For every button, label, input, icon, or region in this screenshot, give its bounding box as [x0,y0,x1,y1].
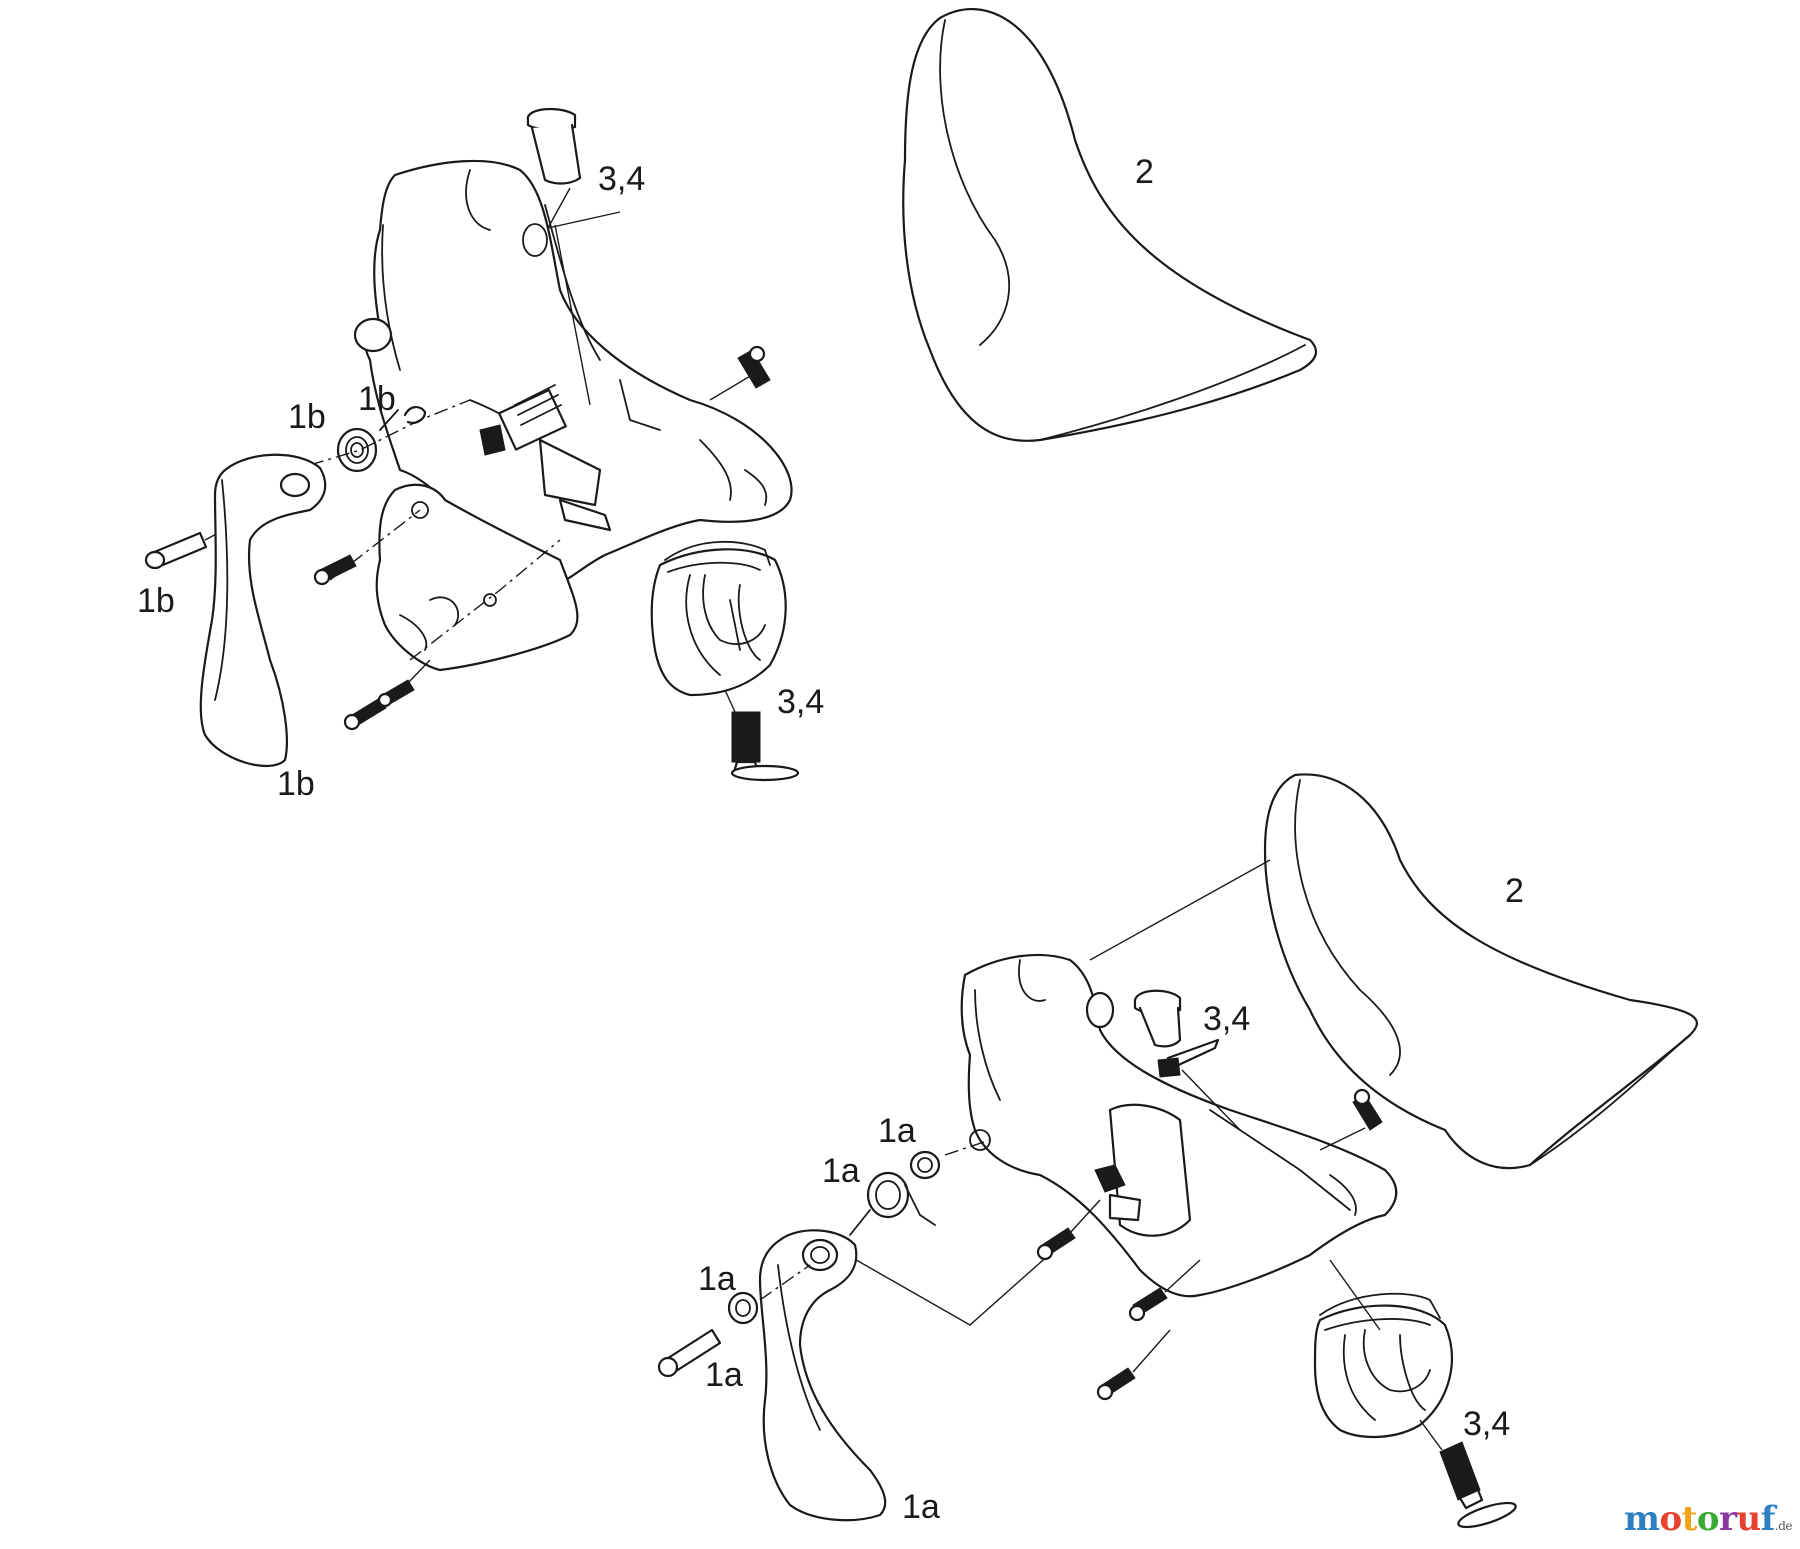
top-bleed-cap [526,107,621,406]
callout-bottom-spring: 1a [822,1152,860,1190]
callout-bottom-bleed-cap: 3,4 [1203,1000,1250,1038]
top-lever-body [353,159,793,587]
callout-top-bolt: 3,4 [777,683,824,721]
callout-top-pin: 1b [137,582,175,620]
wm-letter: o [1659,1499,1683,1539]
bottom-bushing [909,1139,991,1180]
bottom-lever-blade [758,1229,887,1522]
callout-top-spring-2: 1b [358,380,396,418]
top-assembly: 2 3,4 1b 1b 1b 1b 3,4 [137,8,1318,803]
top-handlebar-clamp [650,540,787,697]
callout-top-bleed-cap: 3,4 [598,160,645,198]
top-spring [309,399,471,473]
bottom-spring [829,1171,1061,1326]
callout-top-lever: 1b [277,765,315,803]
callout-bottom-washer: 1a [698,1260,736,1298]
top-hood-cover [902,8,1318,442]
wm-letter: m [1624,1499,1660,1539]
bottom-assembly: 2 3,4 1a 1a 1a 1a 1a 3,4 [657,773,1698,1529]
callout-bottom-bolt: 3,4 [1463,1405,1510,1443]
motoruf-watermark-logo: motoruf.de [1624,1499,1792,1539]
bottom-washer [727,1264,811,1325]
callout-bottom-lever: 1a [902,1488,940,1526]
bottom-bleed-cap [1133,989,1241,1131]
callout-bottom-pin: 1a [705,1356,743,1394]
top-lever-blade [199,453,327,768]
bottom-clamp-bolt [1419,1419,1517,1529]
wm-letter: r [1719,1499,1737,1539]
bottom-handlebar-clamp [1313,1259,1453,1438]
top-cover-plate [329,483,579,672]
top-screw-right [709,345,771,401]
bottom-screw-right [1319,1088,1383,1151]
wm-letter: f [1760,1499,1776,1539]
bottom-pivot-pin [657,1328,722,1378]
wm-letter: u [1736,1499,1762,1539]
callout-top-spring-1: 1b [288,398,326,436]
bottom-lever-body [960,859,1398,1298]
bottom-small-screws [1036,1199,1201,1401]
wm-letter: o [1696,1499,1720,1539]
bottom-hood-cover [1263,773,1698,1170]
callout-top-cover: 2 [1135,153,1154,191]
callout-bottom-bushing: 1a [878,1112,916,1150]
wm-letter: t [1681,1499,1698,1539]
top-clamp-bolt [724,689,800,782]
top-small-screws [313,554,431,731]
wm-suffix: .de [1774,1519,1793,1533]
callout-bottom-cover: 2 [1505,872,1524,910]
